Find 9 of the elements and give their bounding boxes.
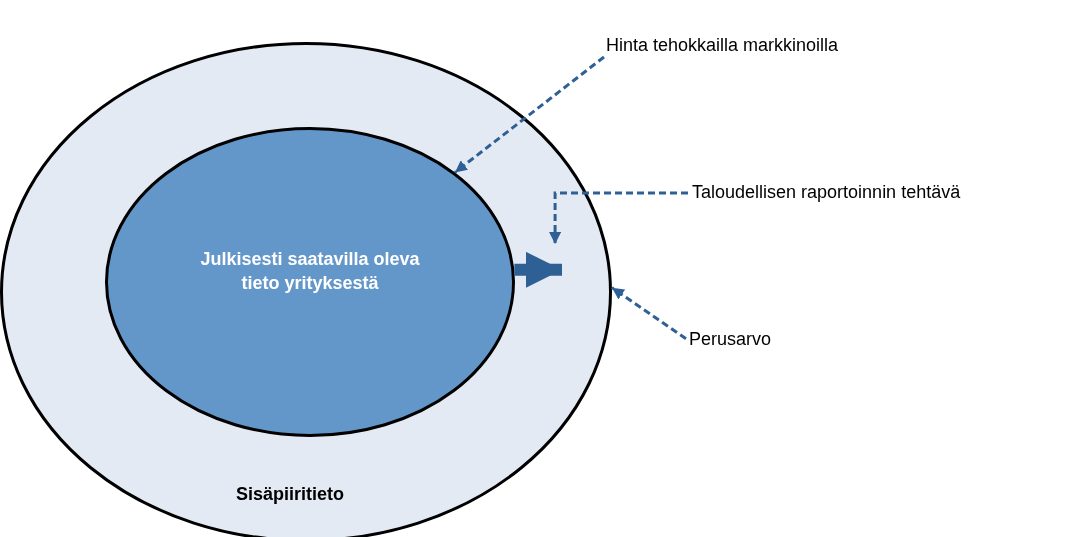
arrow [514, 251, 562, 288]
callout-label: Hinta tehokkailla markkinoilla [606, 33, 839, 59]
leader-line [549, 191, 688, 244]
leader-line [454, 55, 605, 174]
callout-label: Perusarvo [689, 327, 772, 353]
ellipse-label: Julkisesti saatavilla oleva tieto yrityksestä [200, 248, 420, 295]
leader-line [611, 286, 687, 340]
callout-label: Taloudellisen raportoinnin tehtävä [692, 180, 961, 206]
ellipse-label: Sisäpiiritieto [235, 483, 345, 506]
